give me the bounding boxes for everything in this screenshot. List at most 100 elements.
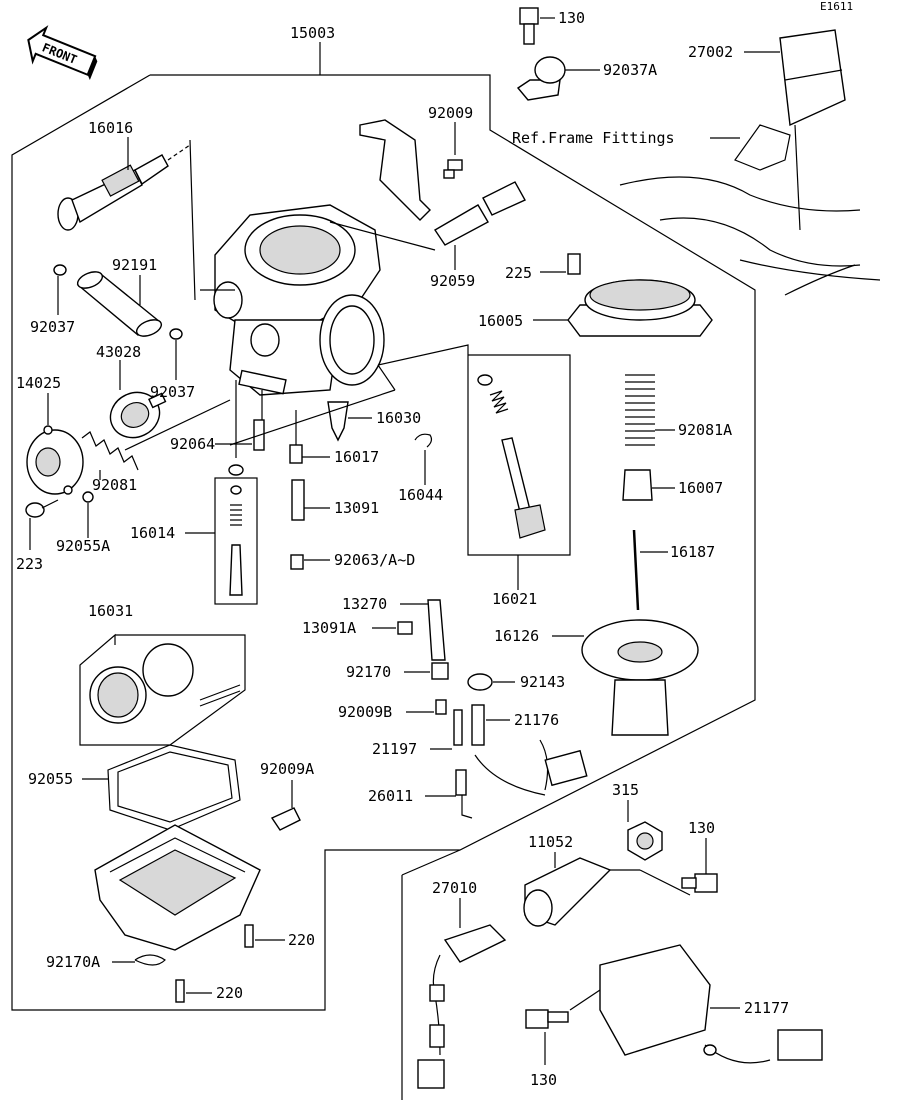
screw-225 (567, 253, 581, 275)
label-27010: 27010 (432, 879, 477, 897)
carburetor-body (189, 139, 436, 396)
spring-92081 (81, 431, 139, 471)
harness-26011 (455, 739, 588, 819)
pilot-screw-box (214, 477, 258, 605)
jet-16017 (289, 444, 303, 464)
label-92009: 92009 (428, 104, 473, 122)
label-130-top: 130 (558, 9, 585, 27)
needle-16187 (632, 529, 640, 611)
cdi-unit-21177 (599, 944, 823, 1064)
heater-21197 (453, 709, 463, 746)
label-43028: 43028 (96, 343, 141, 361)
frame-fittings (619, 124, 881, 296)
screw-223 (25, 499, 59, 518)
label-130-bot: 130 (530, 1071, 557, 1089)
relay-27002 (779, 29, 846, 127)
jet-needle-box (377, 344, 571, 556)
label-92055a: 92055A (56, 537, 110, 555)
holder-16007 (622, 469, 653, 501)
screw-92009b (435, 699, 447, 715)
label-92009a: 92009A (260, 760, 314, 778)
cover-14025 (26, 425, 84, 495)
label-13091a: 13091A (302, 619, 356, 637)
screw-92009a (270, 807, 301, 831)
label-92143: 92143 (520, 673, 565, 691)
label-16017: 16017 (334, 448, 379, 466)
label-315: 315 (612, 781, 639, 799)
label-13091: 13091 (334, 499, 379, 517)
label-220-b: 220 (216, 984, 243, 1002)
label-92081a: 92081A (678, 421, 732, 439)
label-225: 225 (505, 264, 532, 282)
diaphragm-43028 (109, 391, 167, 439)
ref-frame-fittings: Ref.Frame Fittings (512, 129, 675, 147)
label-16030: 16030 (376, 409, 421, 427)
label-92059: 92059 (430, 272, 475, 290)
clip-92170a (134, 954, 166, 966)
clip-16044 (414, 433, 433, 448)
bolt-130-bot (525, 1009, 569, 1029)
clamp-92037a (516, 56, 566, 101)
label-92055: 92055 (28, 770, 73, 788)
clamp-92170 (431, 662, 449, 680)
needle-jet-13091 (291, 479, 305, 521)
nut-315 (627, 821, 663, 861)
label-15003: 15003 (290, 24, 335, 42)
pipe-92191 (76, 271, 163, 337)
label-27002: 27002 (688, 43, 733, 61)
label-14025: 14025 (16, 374, 61, 392)
label-92170a: 92170A (46, 953, 100, 971)
label-92170: 92170 (346, 663, 391, 681)
washer-92055a (82, 491, 94, 503)
clip-92037-a (53, 264, 67, 276)
label-220-a: 220 (288, 931, 315, 949)
starter-plunger (57, 144, 191, 231)
label-223: 223 (16, 555, 43, 573)
screw-220-a (244, 924, 254, 948)
label-130-mid: 130 (688, 819, 715, 837)
bracket-13270 (427, 599, 446, 661)
label-13270: 13270 (342, 595, 387, 613)
bolt-130-mid (681, 873, 718, 893)
label-16021: 16021 (492, 590, 537, 608)
float-box (79, 633, 246, 746)
holder-13091a (397, 621, 413, 635)
label-21177: 21177 (744, 999, 789, 1017)
label-21197: 21197 (372, 740, 417, 758)
label-16126: 16126 (494, 627, 539, 645)
label-16031: 16031 (88, 602, 133, 620)
sensor-21176 (471, 704, 485, 746)
bracket (359, 119, 431, 221)
label-16044: 16044 (398, 486, 443, 504)
main-jet-92063 (290, 554, 304, 570)
switch-27010 (417, 924, 507, 1089)
label-92037a: 92037A (603, 61, 657, 79)
label-92063: 92063/A~D (334, 551, 415, 569)
bolt-130-top (519, 7, 539, 45)
pipe-92059 (434, 181, 526, 246)
screw-92009 (443, 159, 463, 179)
float-bowl (94, 824, 261, 951)
diagram-code: E1611 (820, 0, 853, 13)
label-92064: 92064 (170, 435, 215, 453)
piston-16126 (581, 619, 699, 736)
bracket-11052 (523, 857, 612, 927)
label-21176: 21176 (514, 711, 559, 729)
label-92081: 92081 (92, 476, 137, 494)
label-16007: 16007 (678, 479, 723, 497)
label-92009b: 92009B (338, 703, 392, 721)
label-16016: 16016 (88, 119, 133, 137)
collar-92143 (467, 673, 493, 691)
label-16187: 16187 (670, 543, 715, 561)
top-cover-16005 (567, 279, 713, 337)
label-92037-a: 92037 (30, 318, 75, 336)
label-26011: 26011 (368, 787, 413, 805)
spring-92081a (625, 374, 655, 446)
label-11052: 11052 (528, 833, 573, 851)
float-valve-16030 (327, 401, 349, 442)
label-16005: 16005 (478, 312, 523, 330)
screw-220-b (175, 979, 185, 1003)
float-16031 (89, 643, 241, 724)
clip-92037-b (169, 328, 183, 340)
